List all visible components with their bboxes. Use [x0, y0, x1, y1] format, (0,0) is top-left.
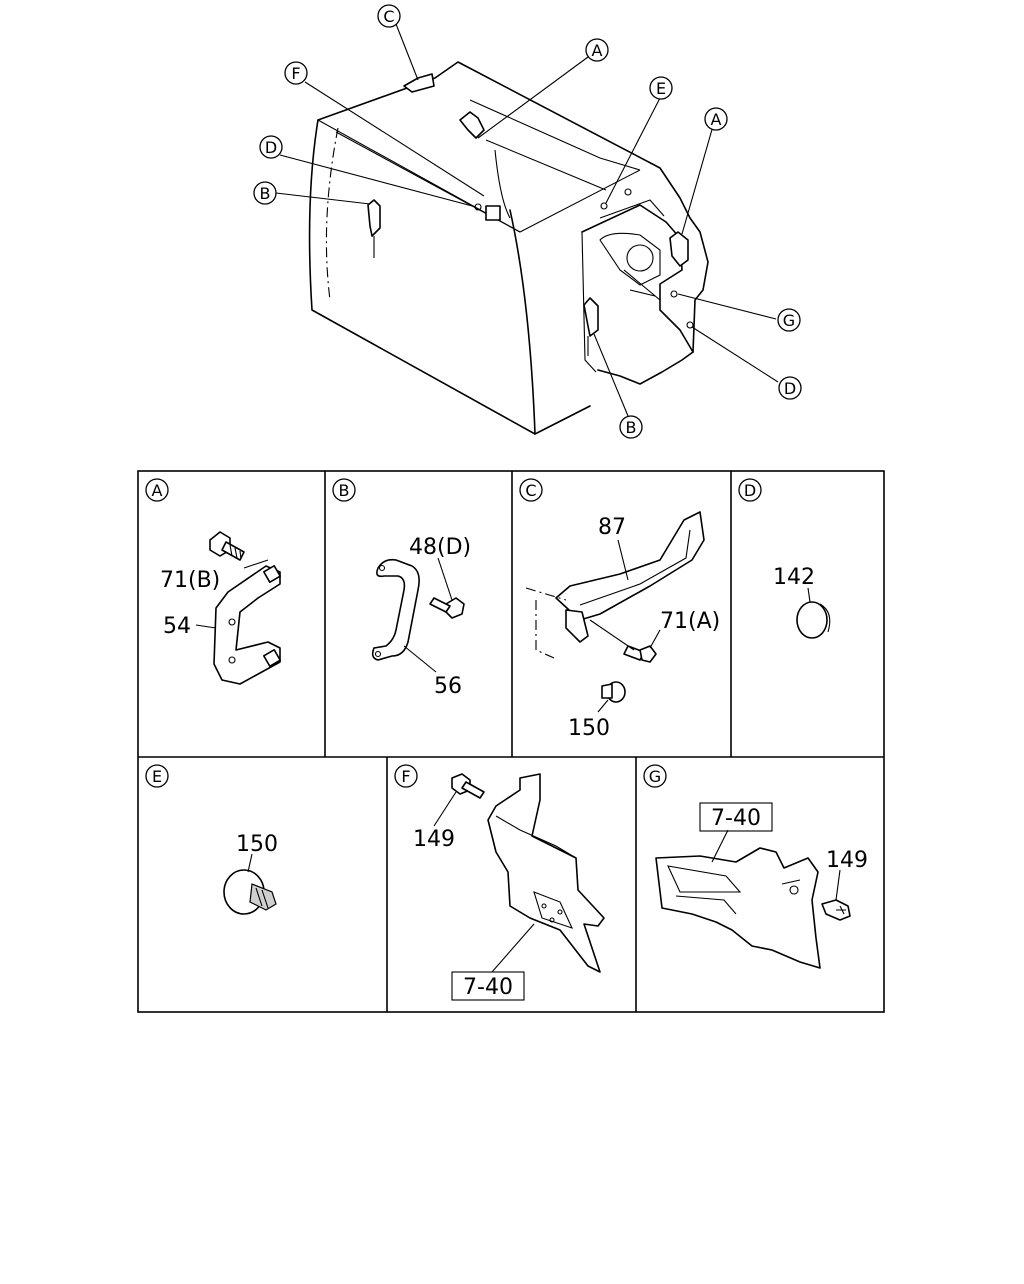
panel-d: D 142 [738, 478, 831, 639]
callout-letter: F [291, 64, 300, 83]
callout-d-left: D [259, 135, 283, 159]
part-label-71b: 71(B) [160, 568, 220, 593]
callout-letter: D [265, 138, 277, 157]
part-label-7-40-f: 7-40 [463, 975, 513, 1000]
svg-text:A: A [152, 481, 163, 500]
callout-a-top: A [585, 38, 609, 62]
svg-text:F: F [401, 767, 410, 786]
part-label-150-e: 150 [236, 832, 278, 857]
screw-149-g-drawing [821, 899, 851, 921]
part-label-149-f: 149 [413, 827, 455, 852]
part-label-56: 56 [434, 674, 462, 699]
ref-box-7-40-g [699, 802, 773, 832]
callout-f: F [284, 61, 308, 85]
callout-letter: B [260, 184, 271, 203]
panel-e: E 150 [145, 764, 278, 915]
callout-b-left: B [253, 181, 277, 205]
clip-150-e-drawing [223, 869, 277, 915]
ref-box-7-40-f [451, 971, 525, 1001]
callout-g: G [777, 308, 801, 332]
panel-a: A 71(B) 54 [145, 478, 281, 685]
callout-letter: B [626, 418, 637, 437]
callout-c-top: C [377, 4, 401, 28]
svg-text:G: G [649, 767, 661, 786]
part-label-48d: 48(D) [409, 535, 471, 560]
callout-letter: D [784, 379, 796, 398]
part-label-142: 142 [773, 565, 815, 590]
panel-f: F 149 7-40 [394, 764, 605, 1001]
overview-leaders [275, 23, 779, 417]
part-label-71a: 71(A) [660, 609, 720, 634]
bolt-71a-drawing [623, 645, 657, 663]
callout-a-right: A [704, 107, 728, 131]
grab-bar-56-drawing [371, 558, 420, 661]
panel-b: B 48(D) 56 [332, 478, 471, 699]
clip-150-drawing [601, 681, 626, 703]
callout-letter: E [656, 79, 666, 98]
callout-b-bottom: B [619, 415, 643, 439]
panel-d-letter: D [738, 478, 762, 502]
panel-g-letter: G [643, 764, 667, 788]
bolt-48d-drawing [429, 597, 465, 619]
plug-142-drawing [796, 601, 831, 639]
svg-text:C: C [525, 481, 536, 500]
bolt-71b-drawing [209, 531, 245, 561]
panel-c-letter: C [519, 478, 543, 502]
bolt-149-f-drawing [451, 773, 485, 799]
assist-grip-87-drawing [555, 511, 705, 643]
panel-c: C 87 71(A) 150 [519, 478, 720, 741]
svg-text:B: B [339, 481, 350, 500]
part-label-87: 87 [598, 515, 626, 540]
callout-e: E [649, 76, 673, 100]
part-label-150: 150 [568, 716, 610, 741]
part-label-54: 54 [163, 614, 191, 639]
svg-text:E: E [152, 767, 162, 786]
callout-letter: A [592, 41, 603, 60]
cover-7-40-f-drawing [487, 773, 605, 973]
detail-grid [137, 470, 885, 1013]
part-label-149-g: 149 [826, 848, 868, 873]
callout-letter: G [783, 311, 795, 330]
callout-d-right: D [778, 376, 802, 400]
part-label-7-40-g: 7-40 [711, 806, 761, 831]
svg-text:D: D [744, 481, 756, 500]
grab-handle-54-drawing [213, 565, 281, 685]
callout-letter: C [383, 7, 394, 26]
panel-b-letter: B [332, 478, 356, 502]
cover-7-40-g-drawing [655, 847, 821, 969]
panel-e-letter: E [145, 764, 169, 788]
callout-letter: A [711, 110, 722, 129]
panel-g: G 7-40 149 [643, 764, 868, 969]
cab-overview-drawing [308, 61, 709, 435]
panel-f-letter: F [394, 764, 418, 788]
panel-a-letter: A [145, 478, 169, 502]
